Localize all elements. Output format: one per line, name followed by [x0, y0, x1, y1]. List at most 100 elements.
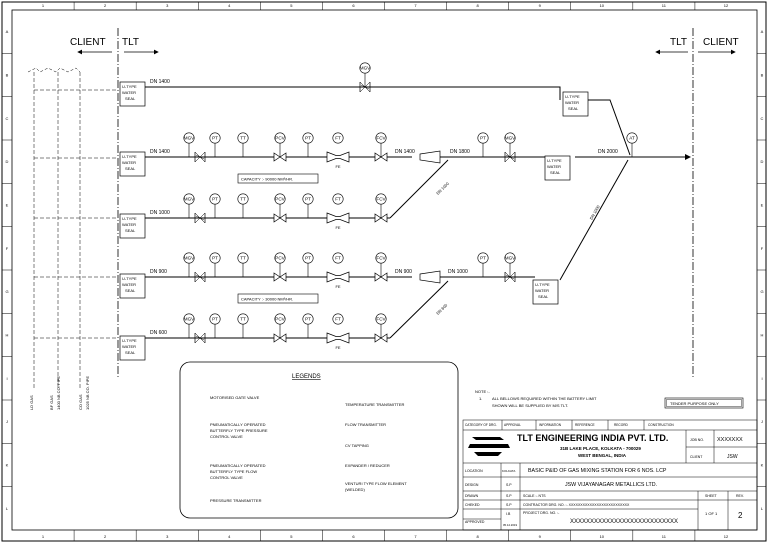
seal-text: WATER [122, 344, 136, 349]
pcv-instrument: PCV [274, 193, 286, 218]
seal-text: SEAL [125, 228, 136, 233]
pt-instrument: PT [302, 193, 314, 218]
client-label: CLIENT [690, 455, 703, 459]
border-row-label: I [761, 376, 762, 381]
fcv-valve [374, 152, 388, 162]
pt-instrument: PT [477, 132, 489, 157]
mgv-tag: MGV [184, 197, 195, 202]
tt-tag: TT [240, 136, 246, 141]
legend-text-ft: FLOW TRANSMITTER [345, 422, 386, 427]
pt-tag: PT [305, 317, 311, 322]
notes: NOTE :- 1. ALL BELLOWS REQUIRED WITHIN T… [475, 389, 744, 409]
sheet-value: 1 OF 1 [705, 511, 718, 516]
seal-text: SEAL [125, 288, 136, 293]
border-column-label: 9 [539, 3, 542, 8]
ft-instrument: FT [332, 132, 344, 144]
border-column-label: 11 [662, 534, 667, 539]
line-size-label: DN 1000 [448, 269, 468, 275]
note-line: SHOWN WILL BE SUPPLIED BY M/S TLT. [492, 403, 568, 408]
fe-tag: FE [335, 225, 340, 230]
mgv-tag: MGV [505, 136, 516, 141]
line-size-label: DN 1800 [450, 149, 470, 155]
drawn-value: S.P [506, 494, 512, 498]
legend-text-pcv: BUTTERFLY TYPE PRESSURE [210, 428, 268, 433]
note-line: ALL BELLOWS REQUIRED WITHIN THE BATTERY … [492, 396, 597, 401]
fcv-tag: FCV [376, 197, 386, 202]
rev-label: REV. [736, 494, 744, 498]
venturi-flow-element: FE [326, 212, 350, 230]
seal-text: U-TYPE [122, 154, 137, 159]
supply-lines: LD GAS BF GAS 1400 NB CO. PIPE CO GAS 10… [27, 67, 118, 410]
company-logo [468, 437, 510, 456]
legends-title: LEGENDS [292, 374, 321, 380]
legend-text-at: CV TAPPING [345, 443, 369, 448]
pcv-tag: PCV [275, 317, 285, 322]
mgv-tag: MGV [184, 136, 195, 141]
fcv-tag: FCV [376, 317, 386, 322]
supply-label-bf-gas: BF GAS [49, 395, 54, 410]
border-column-label: 7 [414, 534, 417, 539]
water-seals: U-TYPE WATER SEAL U-TYPE WATER SEAL U-TY… [119, 81, 589, 361]
mgv-tag: MGV [184, 256, 195, 261]
seal-text: SEAL [568, 106, 579, 111]
line-size-label: DN 1400 [395, 149, 415, 155]
pt-instrument: PT [209, 252, 221, 277]
fcv-valve [374, 272, 388, 282]
seal-text: U-TYPE [122, 84, 137, 89]
legend-text-expander: EXPANDER / REDUCER [345, 463, 390, 468]
tt-instrument: TT [237, 252, 249, 277]
seal-text: WATER [565, 100, 579, 105]
border-column-label: 3 [166, 534, 169, 539]
legend-text-pcv: CONTROL VALVE [210, 434, 243, 439]
supply-label-co-pipe: 1025 NB CO. PIPE [85, 376, 90, 410]
fcv-instrument: FCV [375, 132, 387, 157]
tt-tag: TT [240, 256, 246, 261]
scale-text: SCALE :- NTS [523, 494, 546, 498]
mgv-instrument: MGV [183, 193, 195, 218]
border-row-label: J [761, 419, 763, 424]
border-row-label: C [761, 116, 764, 121]
right-tlt-label: TLT [670, 37, 687, 48]
project-drg-no: XXXXXXXXXXXXXXXXXXXXXXXXXXX [570, 519, 678, 525]
supply-label-ld-gas: LD GAS [29, 395, 34, 410]
title-block [462, 419, 758, 531]
title-block-text: CATEGORY OF DRG. APPROVAL INFORMATION RE… [465, 423, 744, 527]
line-size-label: DN 1000 [435, 180, 450, 195]
left-battery-limit: CLIENT TLT [70, 28, 159, 378]
line-size-label: DN 1400 [150, 149, 170, 155]
design-label: DESIGN [465, 483, 479, 487]
company-address: WEST BENGAL, INDIA [578, 453, 627, 458]
approved-date: 05.12.2019 [503, 523, 517, 527]
pt-tag: PT [212, 317, 218, 322]
ft-instrument: FT [332, 252, 344, 264]
ft-tag: FT [335, 317, 341, 322]
left-client-label: CLIENT [70, 37, 106, 48]
pt-instrument: PT [477, 252, 489, 277]
venturi-flow-element: FE [326, 332, 350, 350]
fe-tag: FE [335, 164, 340, 169]
border-row-label: J [6, 419, 8, 424]
border-column-label: 9 [539, 534, 542, 539]
pcv-valve [273, 213, 287, 223]
border-row-label: G [760, 289, 763, 294]
border-row-label: H [6, 333, 9, 338]
border-row-label: D [761, 159, 764, 164]
border-column-label: 10 [600, 3, 605, 8]
mgv-instrument: MGV [183, 252, 195, 277]
pt-tag: PT [212, 197, 218, 202]
note-heading: NOTE :- [475, 389, 490, 394]
u-type-water-seal: U-TYPE WATER SEAL [544, 155, 571, 181]
legend-text-pt: PRESSURE TRANSMITTER [210, 498, 262, 503]
approved-label: APPROVED [465, 520, 485, 524]
status-construction: CONSTRUCTION [648, 423, 674, 427]
drawn-label: DRAWN [465, 494, 479, 498]
at-instrument: AT [626, 132, 638, 157]
pt-tag: PT [480, 136, 486, 141]
pt-tag: PT [305, 136, 311, 141]
project-name: JSW VIJAYANAGAR METALLICS LTD. [565, 482, 657, 488]
seal-text: WATER [122, 282, 136, 287]
border-row-label: F [6, 246, 9, 251]
legends-box: LEGENDS MOTORISED GATE VALVE PNEUMATICAL… [179, 361, 459, 519]
fe-tag: FE [335, 284, 340, 289]
mgv-valve [504, 151, 516, 163]
